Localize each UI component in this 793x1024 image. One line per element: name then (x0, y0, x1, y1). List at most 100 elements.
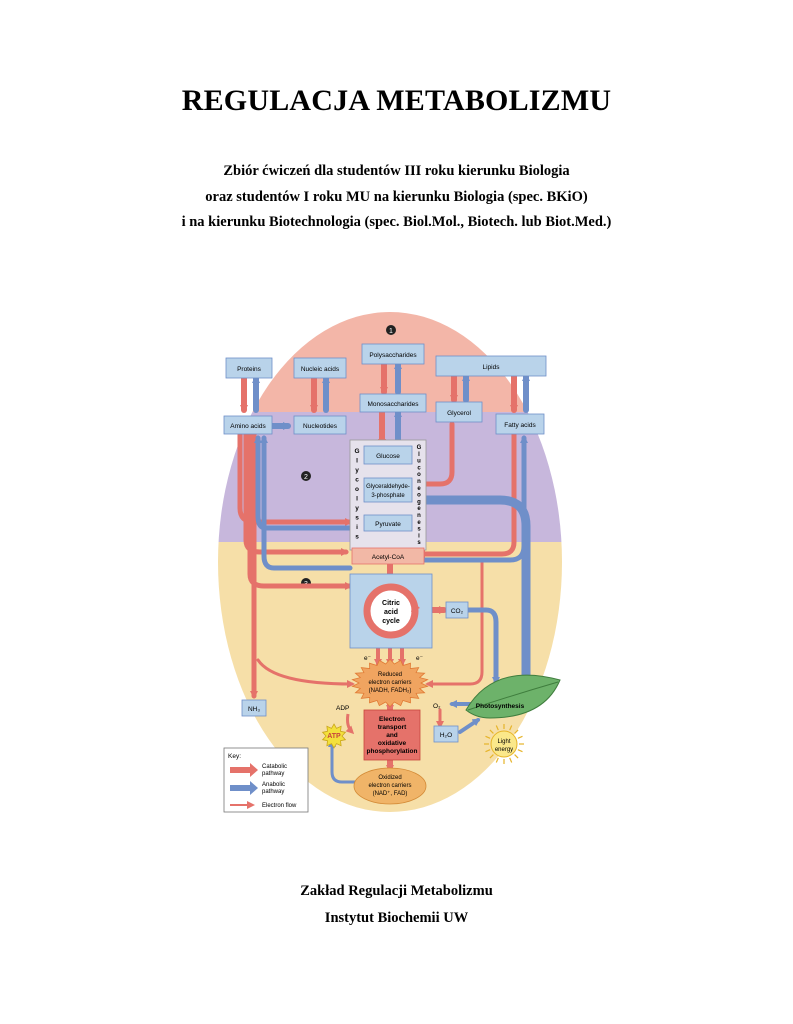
svg-text:H₂O: H₂O (440, 732, 452, 739)
stage-marker-1: 1 (386, 325, 396, 335)
light-energy-label-2: energy (495, 747, 513, 753)
box-fatty-acids: Fatty acids (495, 413, 545, 435)
svg-text:ATP: ATP (327, 733, 341, 740)
svg-text:electron carriers: electron carriers (368, 783, 411, 789)
glycolysis-letter: i (356, 524, 358, 531)
glycolysis-letter: y (355, 505, 359, 512)
gluconeogenesis-letter: i (418, 533, 420, 539)
svg-text:Nucleotides: Nucleotides (303, 423, 338, 430)
box-amino-acids: Amino acids (223, 415, 273, 435)
legend-key: Key: Catabolic pathway Anabolic pathway … (223, 747, 309, 813)
gluconeogenesis-letter: g (417, 499, 421, 505)
svg-text:Nucleic acids: Nucleic acids (301, 366, 340, 373)
svg-text:acid: acid (384, 609, 398, 616)
gluconeogenesis-letter: s (417, 540, 421, 546)
oxidized-electron-carriers: Oxidized electron carriers (NAD⁺, FAD) (353, 767, 427, 805)
svg-text:1: 1 (389, 328, 393, 335)
sun-icon: Light energy (484, 724, 524, 764)
subtitle-line-1: Zbiór ćwiczeń dla studentów III roku kie… (223, 163, 570, 179)
svg-text:Reduced: Reduced (378, 672, 402, 678)
sun-ray (517, 735, 523, 739)
box-monosaccharides: Monosaccharides (359, 393, 427, 413)
svg-text:Amino acids: Amino acids (230, 423, 266, 430)
glyceraldehyde-label-2: 3-phosphate (371, 493, 405, 499)
box-lipids: Lipids (435, 355, 547, 377)
box-acetyl-coa: Acetyl-CoA (351, 547, 425, 565)
gluconeogenesis-letter: l (418, 452, 420, 458)
gluconeogenesis-letter: c (417, 465, 421, 471)
svg-text:transport: transport (378, 724, 407, 731)
sun-ray (485, 735, 491, 739)
photosynthesis-leaf-icon: Photosynthesis (465, 674, 561, 719)
glycolysis-letter: s (355, 534, 359, 541)
footer-institute: Instytut Biochemii UW (324, 910, 469, 926)
box-nh3: NH₃ (241, 699, 267, 717)
svg-text:(NADH, FADH₂): (NADH, FADH₂) (369, 688, 412, 694)
glycolysis-letter: s (355, 515, 359, 522)
glycolysis-letter: c (355, 477, 359, 484)
svg-text:CO₂: CO₂ (451, 608, 464, 615)
svg-text:Oxidized: Oxidized (378, 775, 401, 781)
glycolysis-letter: y (355, 467, 359, 474)
sun-ray (514, 729, 519, 734)
box-h2o: H₂O (433, 725, 459, 743)
metabolism-diagram: 1 2 3 (214, 312, 580, 826)
svg-text:Polysaccharides: Polysaccharides (369, 352, 417, 359)
gluconeogenesis-letter: o (417, 493, 421, 499)
svg-text:NH₃: NH₃ (248, 706, 260, 713)
svg-text:2: 2 (304, 474, 308, 481)
catabolic-swatch (230, 763, 258, 777)
pyruvate-label: Pyruvate (375, 521, 401, 528)
sun-ray (485, 749, 491, 753)
sun-ray (509, 757, 513, 763)
glycolysis-letter: l (356, 458, 358, 465)
glycolysis-letter: G (354, 448, 359, 455)
light-energy-label: Light (497, 739, 510, 745)
svg-text:Acetyl-CoA: Acetyl-CoA (372, 554, 405, 561)
gluconeogenesis-letter: s (417, 527, 421, 533)
svg-text:Key:: Key: (228, 753, 241, 760)
stage-marker-2: 2 (301, 471, 311, 481)
glycolysis-letter: o (355, 486, 359, 493)
svg-text:Lipids: Lipids (483, 364, 501, 371)
glycolysis-panel: Glucose Glyceraldehyde- 3-phosphate Pyru… (349, 439, 427, 551)
svg-text:Electron: Electron (379, 716, 405, 723)
photosynthesis-label: Photosynthesis (476, 703, 525, 710)
svg-text:pathway: pathway (262, 789, 284, 795)
sun-ray (514, 754, 519, 759)
svg-text:Proteins: Proteins (237, 366, 262, 373)
svg-text:Electron flow: Electron flow (262, 803, 297, 809)
sun-ray (495, 725, 499, 731)
reduced-electron-carriers: Reduced electron carriers (NADH, FADH₂) (351, 658, 429, 708)
electron-label-right: e⁻ (416, 655, 423, 662)
sun-ray (489, 754, 494, 759)
adp-arrow (345, 713, 355, 735)
svg-text:Monosaccharides: Monosaccharides (368, 401, 420, 408)
svg-text:Citric: Citric (382, 600, 400, 607)
footer-department: Zakład Regulacji Metabolizmu (300, 883, 493, 899)
svg-text:cycle: cycle (382, 618, 400, 625)
adp-label: ADP (336, 705, 349, 712)
gluconeogenesis-letter: u (417, 459, 421, 465)
box-co2: CO₂ (445, 601, 469, 619)
document-title: REGULACJA METABOLIZMU (181, 84, 612, 117)
electron-transport-box: Electron transport and oxidative phospho… (363, 709, 421, 761)
gluconeogenesis-letter: n (417, 479, 421, 485)
sun-ray (495, 757, 499, 763)
box-polysaccharides: Polysaccharides (361, 343, 425, 365)
svg-text:Catabolic: Catabolic (262, 764, 287, 770)
electron-label-left: e⁻ (364, 655, 371, 662)
glucose-label: Glucose (376, 453, 400, 460)
box-glycerol: Glycerol (435, 401, 483, 423)
atp-badge: ATP (321, 723, 347, 749)
sun-ray (489, 729, 494, 734)
box-nucleic-acids: Nucleic acids (293, 357, 347, 379)
gluconeogenesis-letter: o (417, 472, 421, 478)
sun-ray (517, 749, 523, 753)
subtitle-line-3: i na kierunku Biotechnologia (spec. Biol… (181, 214, 612, 230)
citric-acid-cycle: Citric acid cycle (349, 573, 433, 649)
svg-text:and: and (386, 732, 398, 739)
svg-text:pathway: pathway (262, 771, 284, 777)
